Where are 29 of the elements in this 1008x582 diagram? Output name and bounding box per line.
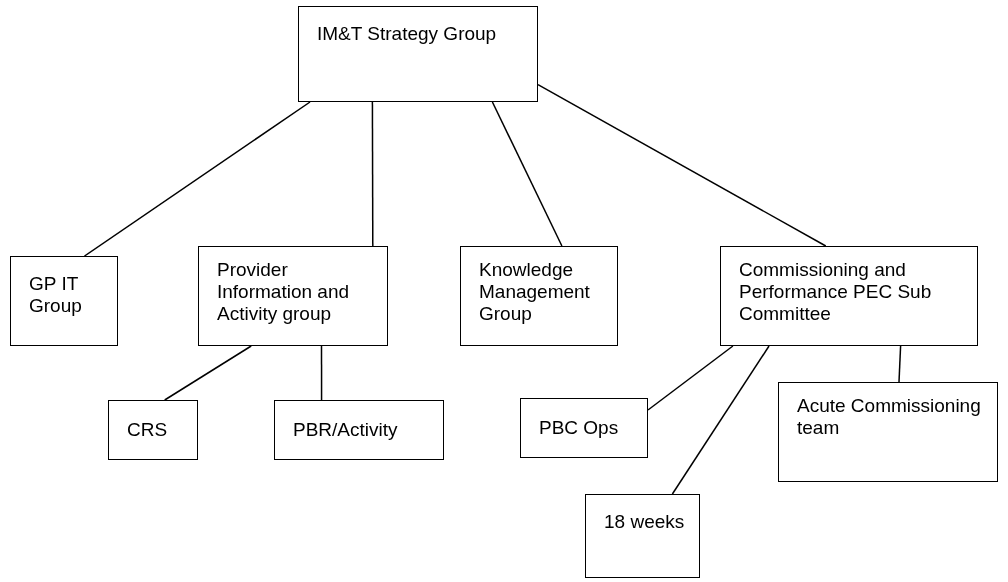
box-label: IM&T Strategy Group — [317, 23, 498, 45]
org-box — [298, 6, 538, 102]
connector-line — [491, 101, 563, 247]
connector-line — [898, 345, 902, 383]
org-box — [520, 398, 648, 458]
connector-line — [671, 345, 770, 495]
org-box — [720, 246, 978, 346]
org-box — [274, 400, 444, 460]
org-box — [198, 246, 388, 346]
box-label: Acute Commissioning team — [797, 395, 982, 439]
org-box — [778, 382, 998, 482]
connector-line — [83, 101, 311, 257]
box-label: PBR/Activity — [293, 419, 399, 441]
box-label: Commissioning and Performance PEC Sub Committee — [739, 259, 933, 325]
connector-line — [320, 345, 323, 401]
box-label: PBC Ops — [539, 417, 620, 439]
box-label: Provider Information and Activity group — [217, 259, 351, 325]
connector-line — [163, 345, 252, 401]
box-label: GP IT Group — [29, 273, 83, 317]
box-label: Knowledge Management Group — [479, 259, 591, 325]
box-label: 18 weeks — [604, 511, 686, 533]
connector-line — [371, 101, 374, 247]
org-box — [108, 400, 198, 460]
box-label: CRS — [127, 419, 169, 441]
connector-line — [537, 83, 827, 247]
org-box — [10, 256, 118, 346]
org-box — [585, 494, 700, 578]
org-box — [460, 246, 618, 346]
connector-line — [647, 345, 734, 411]
